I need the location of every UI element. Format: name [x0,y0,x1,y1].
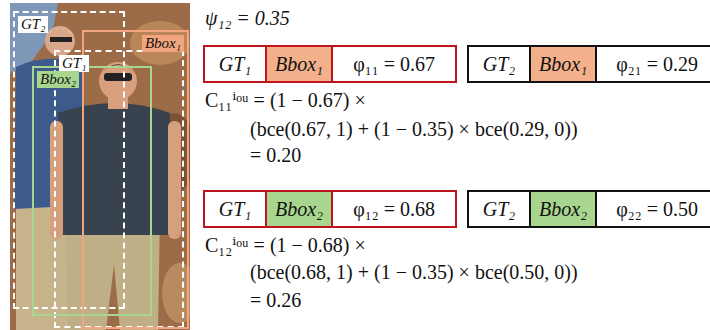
formula-text: = 0.20 [250,143,301,167]
front-person-arm [50,121,63,239]
box-label: Bbox₁ [142,35,184,52]
rock-patch [130,21,190,65]
box-label: GT₁ [59,55,89,72]
back-person-glasses [50,37,72,42]
front-person-shirt [58,103,172,235]
rock-background [10,3,190,330]
cell-text: φ₁₁ = 0.67 [353,52,435,76]
pair-cell: φ₂₂ = 0.50 [597,192,710,226]
box-label: Bbox₂ [37,71,79,88]
cell-text: GT₁ [219,197,252,221]
pair-cell: Bbox₁ [531,47,597,81]
box-label: GT₂ [18,16,48,33]
front-person-glasses [104,73,132,81]
cell-text: Bbox₁ [275,52,323,76]
cell-text: Bbox₂ [275,197,323,221]
pair-cell: Bbox₂ [531,192,597,226]
cell-text: GT₁ [219,52,252,76]
pair-cell: Bbox₁ [267,47,333,81]
bounding-box: Bbox₂ [32,66,152,316]
pair-cell: φ₁₁ = 0.67 [333,47,455,81]
formula-text: ψ₁₂ = 0.35 [205,6,290,30]
pair-cell: GT₂ [469,192,531,226]
rock-patch [162,263,190,323]
cell-text: Bbox₂ [539,197,587,221]
cell-text: φ₁₂ = 0.68 [353,197,435,221]
cell-text: φ₂₂ = 0.50 [616,197,698,221]
pair-cell: GT₁ [205,47,267,81]
cell-text: φ₂₁ = 0.29 [616,52,698,76]
photo [10,3,190,330]
pair-cell: GT₁ [205,192,267,226]
cell-text: GT₂ [483,52,516,76]
pair-cell: GT₂ [469,47,531,81]
back-person-hair [45,28,75,37]
pair-box: GT₂ Bbox₁ φ₂₁ = 0.29 [467,45,710,83]
bounding-box: GT₁ [54,50,184,328]
formula-text: = 0.26 [250,288,301,312]
formula-text: C₁₂ⁱᵒᵘ = (1 − 0.68) × [205,233,366,257]
bounding-box: Bbox₁ [82,30,189,329]
cell-text: Bbox₁ [539,52,587,76]
pair-cell: φ₁₂ = 0.68 [333,192,455,226]
pair-box: GT₁ Bbox₁ φ₁₁ = 0.67 [203,45,457,83]
pair-box: GT₁ Bbox₂ φ₁₂ = 0.68 [203,190,457,228]
pair-cell: Bbox₂ [267,192,333,226]
cell-text: GT₂ [483,197,516,221]
formula-text: (bce(0.68, 1) + (1 − 0.35) × bce(0.50, 0… [250,260,578,284]
front-person-arm [168,121,181,239]
pair-cell: φ₂₁ = 0.29 [597,47,710,81]
pair-box: GT₂ Bbox₂ φ₂₂ = 0.50 [467,190,710,228]
formula-text: C₁₁ⁱᵒᵘ = (1 − 0.67) × [205,88,366,112]
formula-text: (bce(0.67, 1) + (1 − 0.35) × bce(0.29, 0… [250,117,578,141]
